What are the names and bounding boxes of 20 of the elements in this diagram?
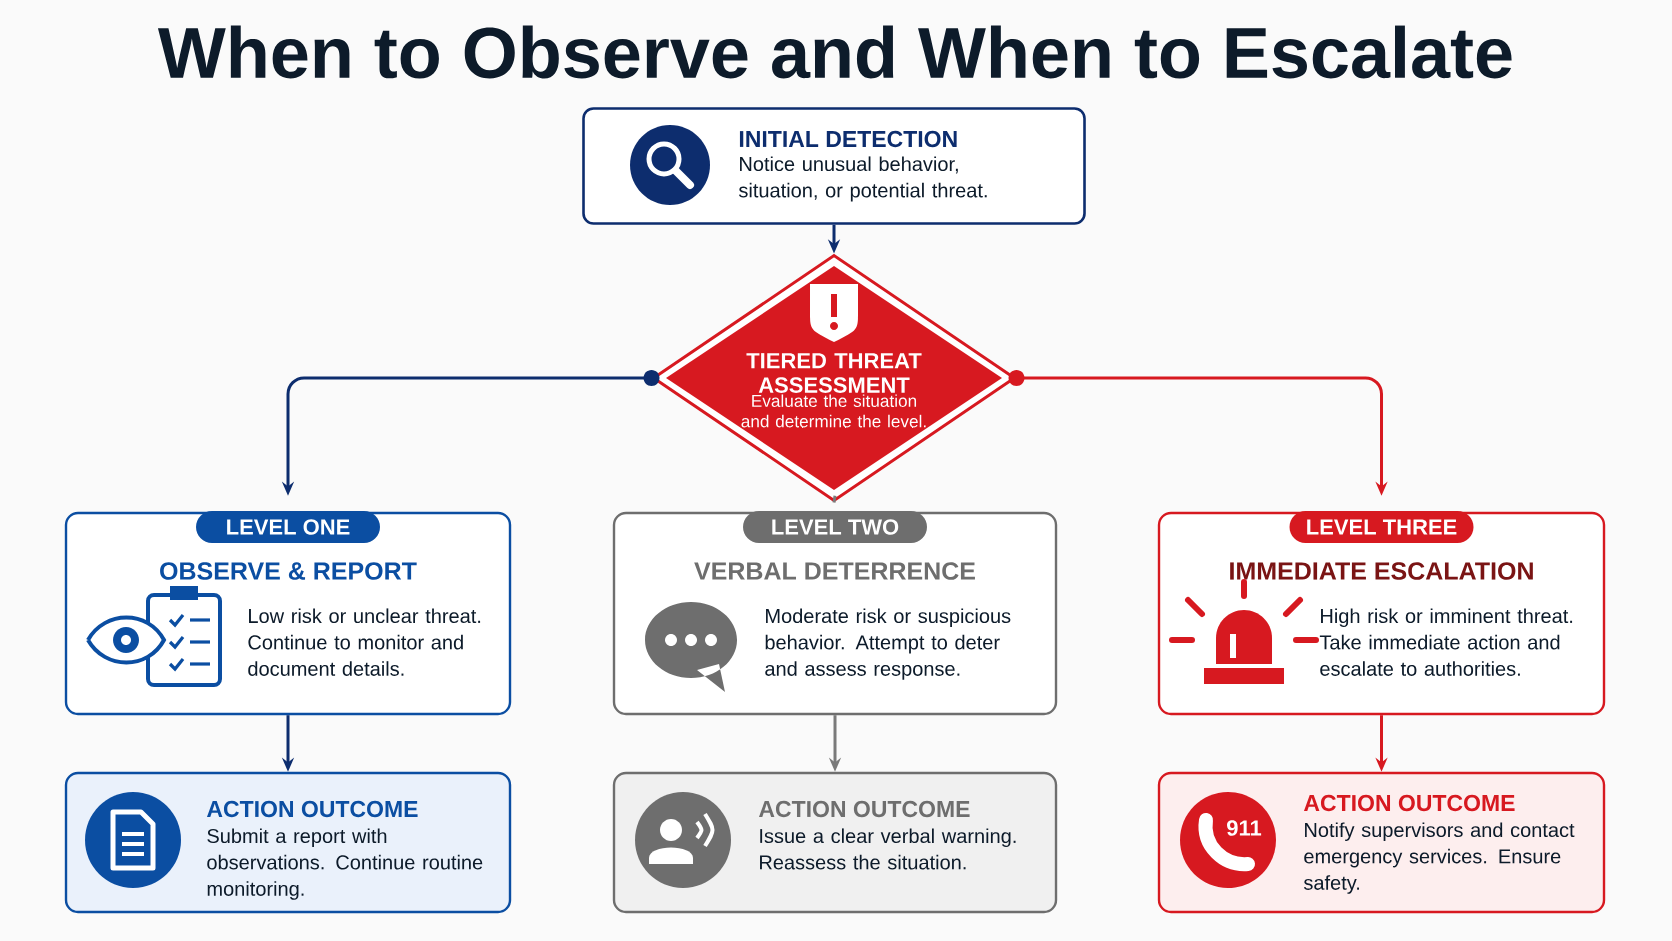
description: High risk or imminent threat. Take immediate action and escalate to authorities.	[1319, 608, 1573, 676]
description: Evaluate the situation and determine the level.	[741, 394, 926, 428]
heading: INITIAL DETECTION	[739, 130, 957, 148]
level-badge: LEVEL THREE	[1289, 511, 1474, 543]
level-badge: LEVEL ONE	[196, 511, 380, 543]
description: Moderate risk or suspicious behavior. Attempt to deter and assess response.	[765, 608, 1011, 680]
description: Low risk or unclear threat. Continue to monitor and document details.	[248, 608, 481, 676]
heading: OBSERVE & REPORT	[160, 562, 417, 580]
description: Issue a clear verbal warning. Reassess the situation.	[760, 828, 1016, 870]
title: When to Observe and When to Escalate	[157, 25, 1512, 79]
description: Notice unusual behavior, situation, or potential threat.	[738, 156, 987, 202]
level-badge: LEVEL TWO	[743, 511, 927, 543]
heading: TIERED THREAT ASSESSMENT	[746, 353, 922, 393]
heading: ACTION OUTCOME	[1303, 794, 1515, 812]
heading: VERBAL DETERRENCE	[694, 562, 975, 580]
heading: IMMEDIATE ESCALATION	[1230, 562, 1533, 580]
heading: ACTION OUTCOME	[206, 800, 418, 818]
heading: ACTION OUTCOME	[758, 800, 970, 818]
description: Notify supervisors and contact emergency services. Ensure safety.	[1303, 822, 1575, 894]
description: Submit a report with observations. Continue routine monitoring.	[207, 828, 483, 900]
